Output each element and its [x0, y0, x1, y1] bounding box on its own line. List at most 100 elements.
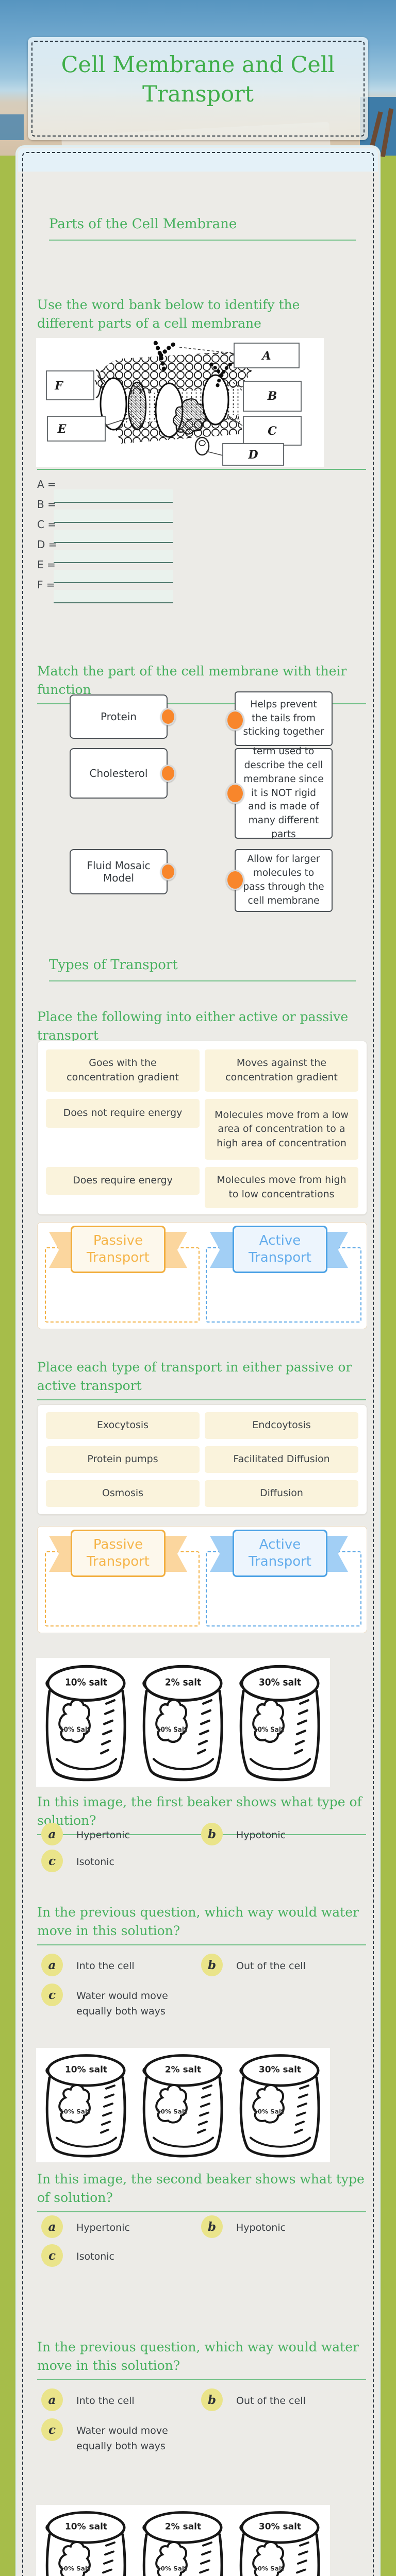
cell-membrane-diagram-image: A B C D E F	[36, 338, 324, 467]
match-term-fluid-mosaic: Fluid Mosaic Model	[70, 849, 168, 894]
chip[interactable]: Goes with the concentration gradient	[46, 1049, 200, 1092]
option-badge: b	[201, 2388, 223, 2411]
question-mc2-heading: In the previous question, which way woul…	[37, 1903, 366, 1945]
beaker-cell-label: 10% Salt	[156, 2565, 187, 2572]
option-badge: c	[41, 1984, 63, 2006]
section-title-membrane: Parts of the Cell Membrane	[49, 216, 356, 241]
diagram-label-c: C	[268, 425, 277, 438]
chip[interactable]: Osmosis	[46, 1480, 200, 1507]
option-badge: c	[41, 1850, 63, 1872]
chip[interactable]: Does not require energy	[46, 1099, 200, 1128]
diagram-label-a: A	[261, 349, 271, 363]
match-connector-dot[interactable]	[160, 863, 176, 880]
beaker-cell-label: 10% Salt	[59, 2108, 90, 2115]
chip[interactable]: Does require energy	[46, 1167, 200, 1195]
beaker-label-2: 2% salt	[165, 1677, 202, 1688]
question-wordbank-heading: Use the word bank below to identify the …	[37, 297, 300, 331]
sort1-chip-bank: Goes with the concentration gradient Mov…	[37, 1041, 367, 1215]
blank-input-a[interactable]	[54, 489, 173, 503]
active-transport-ribbon: Active Transport	[233, 1530, 327, 1577]
beaker-cell-label: 10% Salt	[253, 2108, 284, 2115]
option-badge: a	[41, 2215, 63, 2238]
leader-lines	[105, 347, 244, 456]
question-mc3-heading: In this image, the second beaker shows w…	[37, 2170, 366, 2212]
blank-input-b[interactable]	[54, 510, 173, 523]
title-card: Cell Membrane and Cell Transport	[28, 37, 368, 140]
match-connector-dot[interactable]	[160, 708, 176, 725]
option-label: Isotonic	[76, 1856, 114, 1868]
beakers-image-3: 10% salt 10% Salt 2% salt 10% Salt 30% s…	[36, 2505, 330, 2576]
option-label: Water would move equally both ways	[76, 1990, 168, 2018]
worksheet-card-top-band	[18, 148, 378, 172]
beakers-drawing: 10% salt 10% Salt 2% salt 10% Salt 30% s…	[36, 2048, 330, 2162]
match-connector-dot[interactable]	[160, 765, 176, 782]
chip[interactable]: Moves against the concentration gradient	[205, 1049, 358, 1092]
blank-label-a: A =	[37, 478, 56, 490]
option-label: Water would move equally both ways	[76, 2425, 168, 2452]
question-match-heading: Match the part of the cell membrane with…	[37, 662, 366, 704]
question-mc4-heading: In the previous question, which way woul…	[37, 2338, 366, 2380]
option-label: Hypotonic	[236, 1829, 286, 1841]
option-badge: b	[201, 2215, 223, 2238]
option-label: Into the cell	[76, 1960, 135, 1972]
option-label: Isotonic	[76, 2251, 114, 2262]
option-label: Hypotonic	[236, 2222, 286, 2233]
chip[interactable]: Molecules move from high to low concentr…	[205, 1167, 358, 1208]
beaker-label-30: 30% salt	[259, 2064, 301, 2075]
blank-input-c[interactable]	[54, 530, 173, 543]
sort2-chip-bank: Exocytosis Endcoytosis Protein pumps Fac…	[37, 1404, 367, 1515]
match-connector-dot[interactable]	[226, 870, 244, 890]
beaker-label-10: 10% salt	[65, 1677, 108, 1688]
blank-label-e: E =	[37, 558, 56, 571]
diagram-label-boxes	[46, 343, 302, 466]
blank-label-f: F =	[37, 579, 55, 591]
beaker-cell-label: 10% Salt	[253, 1725, 284, 1734]
blank-input-f[interactable]	[54, 590, 173, 603]
match-connector-dot[interactable]	[226, 710, 244, 731]
beaker-label-30: 30% salt	[259, 1677, 302, 1688]
beakers-drawing: 10% salt 10% Salt 2% salt 10% Salt 30% s…	[36, 1658, 330, 1787]
beaker-cell-label: 10% Salt	[156, 2108, 187, 2115]
chip[interactable]: Protein pumps	[46, 1446, 200, 1473]
option-badge: c	[41, 2418, 63, 2441]
option-label: Into the cell	[76, 2395, 135, 2406]
passive-transport-ribbon: Passive Transport	[71, 1530, 166, 1577]
blank-input-d[interactable]	[54, 550, 173, 563]
diagram-label-d: D	[248, 448, 258, 462]
beaker-cell-label: 10% Salt	[59, 1725, 90, 1734]
chip[interactable]: Facilitated Diffusion	[205, 1446, 358, 1473]
chip[interactable]: Molecules move from a low area of concen…	[205, 1099, 358, 1160]
option-badge: b	[201, 1954, 223, 1976]
beaker-cell-label: 10% Salt	[59, 2565, 90, 2572]
diagram-label-e: E	[57, 422, 67, 436]
beaker-label-10: 10% salt	[65, 2521, 107, 2532]
option-badge: a	[41, 1954, 63, 1976]
question-mc1-heading: In this image, the first beaker shows wh…	[37, 1793, 366, 1835]
ocean-left	[0, 114, 24, 140]
option-label: Hypertonic	[76, 1829, 130, 1841]
section-title-transport: Types of Transport	[49, 957, 356, 981]
carbohydrate-chain	[206, 360, 233, 387]
option-label: Out of the cell	[236, 1960, 306, 1972]
match-function-3: Allow for larger molecules to pass throu…	[235, 849, 333, 912]
option-badge: a	[41, 2388, 63, 2411]
beaker-label-30: 30% salt	[259, 2521, 301, 2532]
option-badge: c	[41, 2244, 63, 2267]
blank-label-b: B =	[37, 498, 56, 511]
brace-f	[95, 369, 105, 399]
option-label: Hypertonic	[76, 2222, 130, 2233]
passive-transport-ribbon: Passive Transport	[71, 1226, 166, 1273]
chip[interactable]: Endcoytosis	[205, 1412, 358, 1439]
match-function-2: term used to describe the cell membrane …	[235, 746, 333, 840]
match-connector-dot[interactable]	[226, 783, 244, 804]
diagram-label-b: B	[267, 389, 277, 403]
beakers-image-2: 10% salt 10% Salt 2% salt 10% Salt 30% s…	[36, 2048, 330, 2162]
chip[interactable]: Exocytosis	[46, 1412, 200, 1439]
chip[interactable]: Diffusion	[205, 1480, 358, 1507]
option-label: Out of the cell	[236, 2395, 306, 2406]
beaker-label-10: 10% salt	[65, 2064, 107, 2075]
sort1-drop-area: Passive Transport Active Transport	[37, 1222, 367, 1329]
blank-input-e[interactable]	[54, 570, 173, 583]
diagram-label-f: F	[54, 379, 63, 393]
